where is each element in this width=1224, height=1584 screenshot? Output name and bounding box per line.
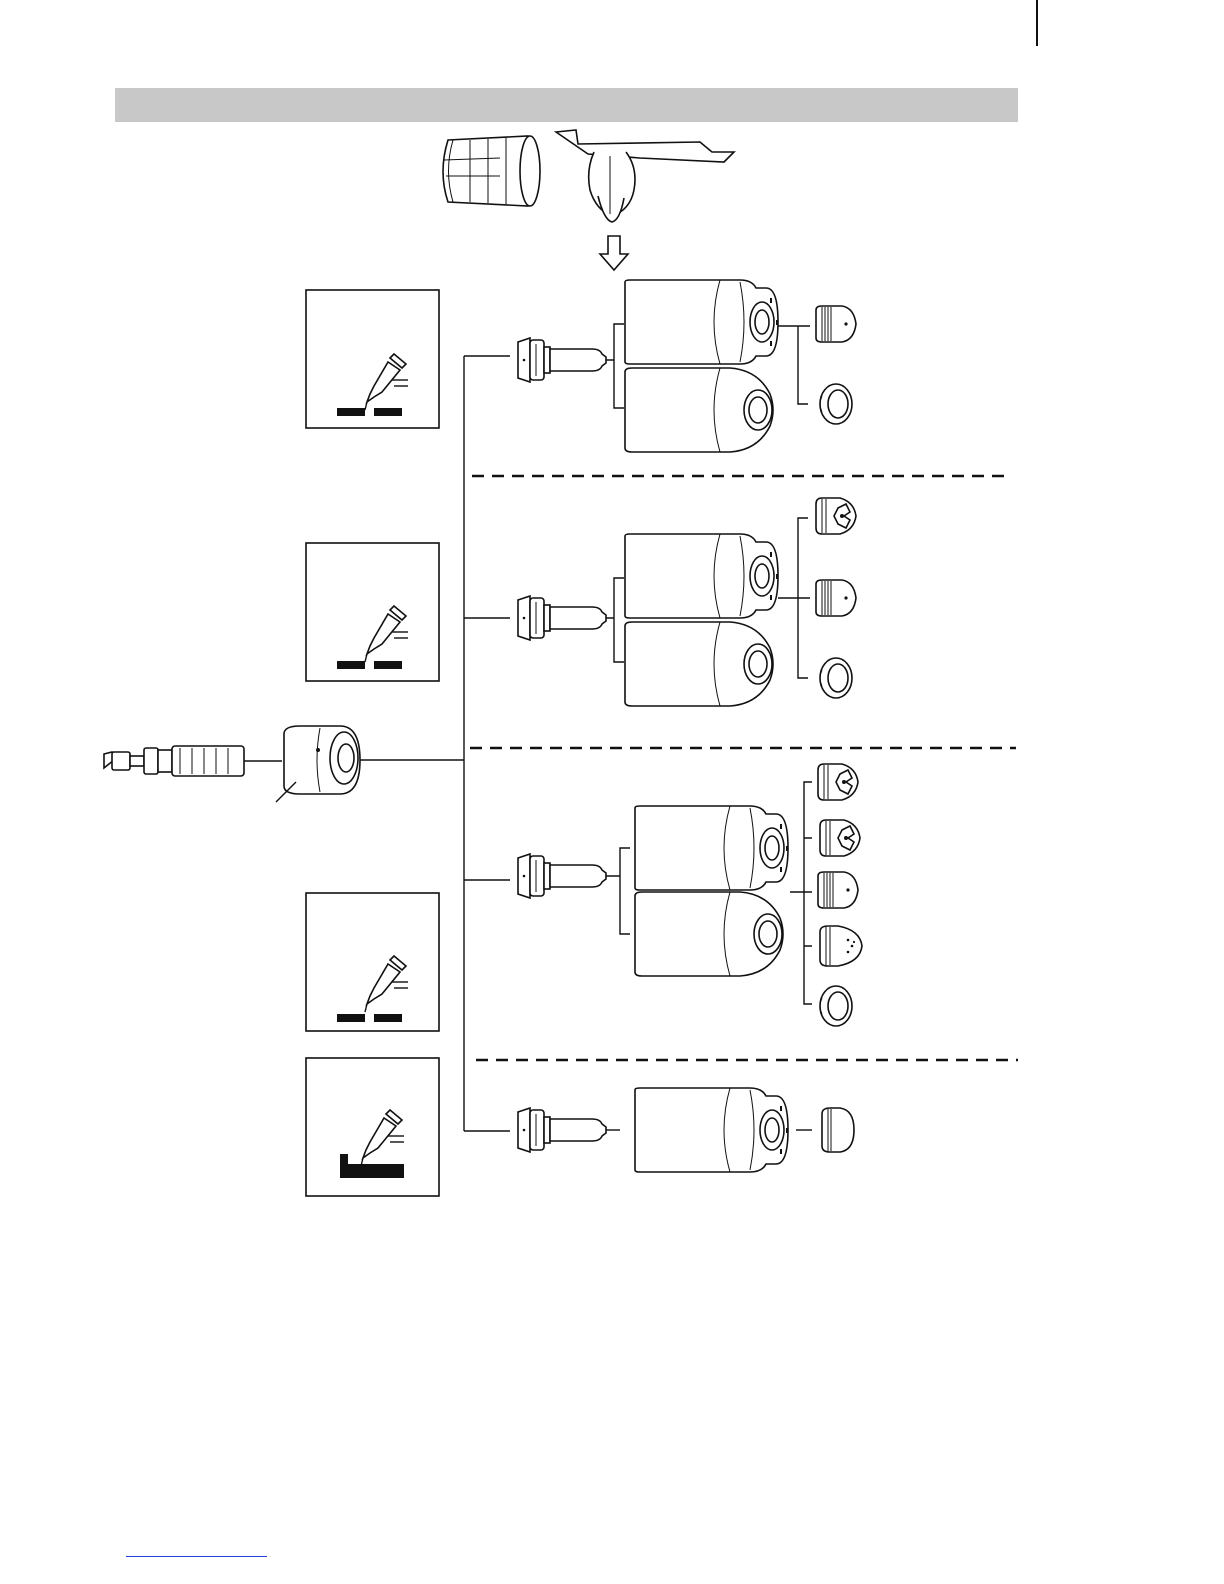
process-box-1 xyxy=(306,290,439,428)
marking-shield-icon xyxy=(822,1108,854,1152)
group-2 xyxy=(518,498,856,706)
retaining-cap-icon xyxy=(635,1088,788,1172)
electrode-icon xyxy=(518,338,606,382)
shield-tip-icon xyxy=(816,580,856,616)
down-arrow-icon xyxy=(600,236,628,270)
torch-head-icon xyxy=(276,726,360,802)
retaining-cap-icon xyxy=(635,806,788,890)
group-3 xyxy=(518,764,862,1026)
process-box-3 xyxy=(306,893,439,1031)
retaining-cap-icon xyxy=(625,534,778,618)
deflector-icon xyxy=(820,384,852,424)
dome-shield-icon xyxy=(820,926,862,966)
castellated-tip-icon xyxy=(820,820,860,856)
group-1 xyxy=(518,280,856,452)
electrode-icon xyxy=(518,596,606,640)
deflector-icon xyxy=(820,986,852,1026)
process-box-4 xyxy=(306,1058,439,1196)
gouging-tip-icon xyxy=(818,764,858,800)
shield-cap-icon xyxy=(625,368,773,452)
group-4 xyxy=(518,1088,854,1172)
shield-tip-icon xyxy=(818,872,858,908)
shield-cap-icon xyxy=(625,622,773,706)
guide-ring-icon xyxy=(443,136,540,206)
footer-link-underline[interactable] xyxy=(126,1556,267,1557)
gouging-tip-icon xyxy=(816,498,856,534)
deflector-icon xyxy=(820,658,852,698)
torch-clamp-icon xyxy=(556,130,734,222)
retaining-cap-icon xyxy=(625,280,778,364)
process-box-2 xyxy=(306,543,439,681)
shield-cap-icon xyxy=(635,892,783,976)
shield-tip-icon xyxy=(816,306,856,342)
torch-lead-icon xyxy=(104,746,282,776)
electrode-icon xyxy=(518,854,606,898)
electrode-icon xyxy=(518,1108,606,1152)
